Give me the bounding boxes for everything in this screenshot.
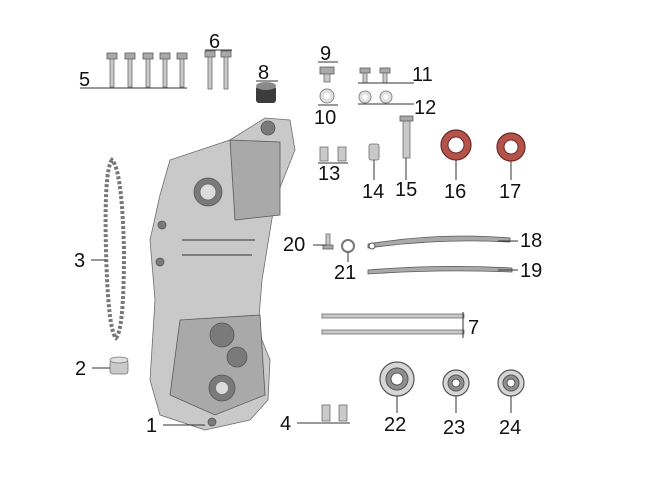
callout-17: 17	[499, 181, 521, 203]
part-oil-seal-17	[496, 132, 526, 162]
part-bolt-set-6	[204, 50, 232, 90]
part-dowel-pins-13	[319, 146, 347, 162]
callout-18: 18	[520, 230, 542, 252]
part-chain-guide-18	[367, 235, 511, 250]
callout-20: 20	[283, 234, 305, 256]
part-pin-14	[368, 143, 380, 161]
callout-24: 24	[499, 417, 521, 439]
part-plug-bolt	[319, 66, 335, 83]
callout-23: 23	[443, 417, 465, 439]
callout-1: 1	[146, 415, 157, 437]
callout-13: 13	[318, 163, 340, 185]
callout-22: 22	[384, 414, 406, 436]
part-dowels-4	[321, 404, 348, 422]
part-bearing-23	[442, 369, 470, 397]
callout-4: 4	[280, 413, 291, 435]
part-bearing-22	[379, 361, 415, 397]
callout-15: 15	[395, 179, 417, 201]
part-crankcase	[149, 117, 296, 431]
part-washers-12	[358, 90, 393, 104]
part-bolt-20	[322, 233, 334, 250]
callout-10: 10	[314, 107, 336, 129]
callout-7: 7	[468, 317, 479, 339]
callout-3: 3	[74, 250, 85, 272]
part-ring-21	[341, 239, 355, 253]
part-washer-10	[319, 88, 335, 104]
leader-lines	[80, 49, 518, 426]
part-oil-seal-16	[440, 129, 472, 161]
part-chain-guide-19	[367, 266, 513, 275]
callout-6: 6	[209, 31, 220, 53]
callout-14: 14	[362, 181, 384, 203]
callout-labels: 1 2 3 4 5 6 7 8 9 10 11 12 13 14 15 16 1…	[74, 31, 542, 439]
callout-2: 2	[75, 358, 86, 380]
callout-8: 8	[258, 62, 269, 84]
callout-16: 16	[444, 181, 466, 203]
callout-11: 11	[412, 64, 433, 86]
part-bushing	[109, 356, 129, 375]
callout-21: 21	[334, 262, 356, 284]
callout-9: 9	[320, 43, 331, 65]
part-timing-chain	[103, 156, 127, 341]
part-bolt-set-5	[106, 52, 188, 88]
part-shaft-15	[399, 115, 414, 159]
callout-5: 5	[79, 69, 90, 91]
callout-19: 19	[520, 260, 542, 282]
part-bearing-24	[497, 369, 525, 397]
part-studs-7	[321, 313, 465, 335]
part-screws-11	[359, 67, 391, 84]
callout-12: 12	[414, 97, 436, 119]
part-roller	[256, 82, 276, 103]
